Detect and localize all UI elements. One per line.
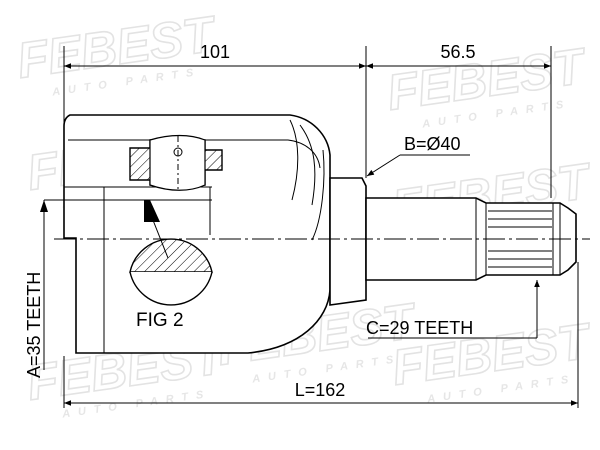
callout-bore-diameter: B=Ø40 — [366, 134, 470, 177]
dimension-outer-teeth: A=35 TEETH — [24, 199, 104, 378]
dimension-label-housing: 101 — [200, 42, 230, 62]
outer-teeth-label: A=35 TEETH — [24, 272, 44, 378]
shaft-splines — [488, 210, 552, 268]
dimension-total-length: L=162 — [63, 262, 579, 408]
total-length-label: L=162 — [295, 380, 346, 400]
callout-shaft-teeth: C=29 TEETH — [366, 280, 540, 339]
bore-diameter-label: B=Ø40 — [404, 134, 461, 154]
fig2-label: FIG 2 — [136, 310, 184, 331]
shaft-teeth-label: C=29 TEETH — [366, 318, 473, 338]
dimension-56-5: 56.5 — [366, 42, 552, 198]
fig2-detail: FIG 2 — [129, 204, 213, 331]
dimension-label-shaft: 56.5 — [440, 42, 475, 62]
